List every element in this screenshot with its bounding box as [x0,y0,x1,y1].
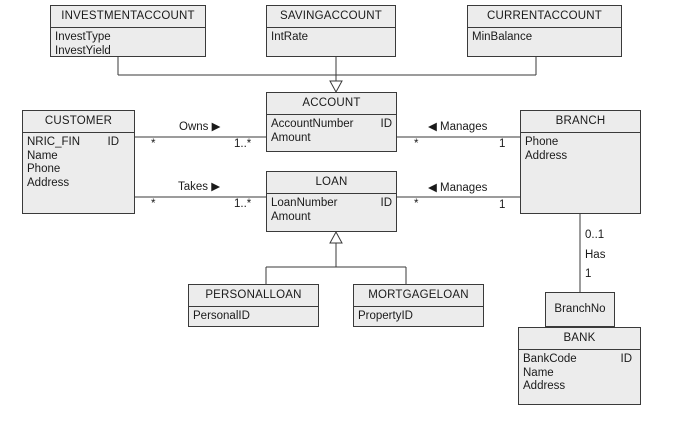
assoc-label-manages-account: ◀ Manages [428,121,488,133]
attribute: LoanNumber ID [271,197,392,211]
attribute: IntRate [271,31,309,43]
qualifier-branchno: BranchNo [545,292,615,327]
assoc-label-takes: Takes ▶ [178,181,221,193]
attribute: NRIC_FIN ID [27,136,119,150]
multiplicity-takes-customer: * [151,198,156,210]
attribute: InvestYield [55,44,111,57]
class-name: BRANCH [521,111,640,133]
attribute: Address [525,149,568,162]
multiplicity-owns-customer: * [151,138,156,150]
class-name: SAVINGACCOUNT [267,6,395,28]
attribute: BankCode ID [523,353,636,367]
generalization-arrow-account [329,80,343,94]
multiplicity-has-branch: 0..1 [585,229,605,241]
multiplicity-owns-account: 1..* [234,138,252,150]
identifier-tag: ID [380,197,393,209]
attribute-name: BankCode [523,353,577,365]
identifier-tag: ID [107,136,120,148]
class-mortgageloan: MORTGAGELOAN PropertyID [353,284,484,327]
attribute: MinBalance [472,31,533,43]
attribute: Name [27,149,58,162]
qualifier-label: BranchNo [554,303,606,315]
class-investmentaccount: INVESTMENTACCOUNT InvestType InvestYield [50,5,206,57]
multiplicity-manages-account-account: * [414,138,419,150]
class-name: BANK [519,328,640,350]
class-name: MORTGAGELOAN [354,285,483,307]
class-name: INVESTMENTACCOUNT [51,6,205,28]
class-name: LOAN [267,172,396,194]
attribute: Amount [271,210,311,223]
multiplicity-manages-account-branch: 1 [499,138,506,150]
multiplicity-manages-loan-loan: * [414,198,419,210]
multiplicity-takes-loan: 1..* [234,198,252,210]
class-name: PERSONALLOAN [189,285,318,307]
class-name: ACCOUNT [267,93,396,115]
attribute: AccountNumber ID [271,118,392,132]
attribute: Address [523,380,566,392]
attribute: Phone [525,136,559,148]
class-loan: LOAN LoanNumber ID Amount [266,171,397,232]
class-personalloan: PERSONALLOAN PersonalID [188,284,319,327]
class-name: CURRENTACCOUNT [468,6,621,28]
attribute: PropertyID [358,310,413,322]
attribute: Address [27,176,70,189]
class-customer: CUSTOMER NRIC_FIN ID Name Phone Address [22,110,135,214]
class-name: CUSTOMER [23,111,134,133]
assoc-label-has: Has [585,249,606,261]
class-currentaccount: CURRENTACCOUNT MinBalance [467,5,622,57]
attribute: InvestType [55,31,111,43]
attribute: Amount [271,131,311,144]
assoc-label-owns: Owns ▶ [179,121,221,133]
class-branch: BRANCH Phone Address [520,110,641,214]
attribute: Phone [27,163,61,175]
multiplicity-manages-loan-branch: 1 [499,199,506,211]
class-account: ACCOUNT AccountNumber ID Amount [266,92,397,152]
generalization-arrow-loan [329,230,343,244]
attribute: Name [523,366,554,379]
identifier-tag: ID [620,353,633,365]
class-savingaccount: SAVINGACCOUNT IntRate [266,5,396,57]
attribute-name: LoanNumber [271,197,338,209]
assoc-label-manages-loan: ◀ Manages [428,182,488,194]
multiplicity-has-bank: 1 [585,268,592,280]
identifier-tag: ID [380,118,393,130]
class-bank: BANK BankCode ID Name Address [518,327,641,405]
attribute-name: NRIC_FIN [27,136,81,148]
attribute: PersonalID [193,310,250,322]
attribute-name: AccountNumber [271,118,354,130]
